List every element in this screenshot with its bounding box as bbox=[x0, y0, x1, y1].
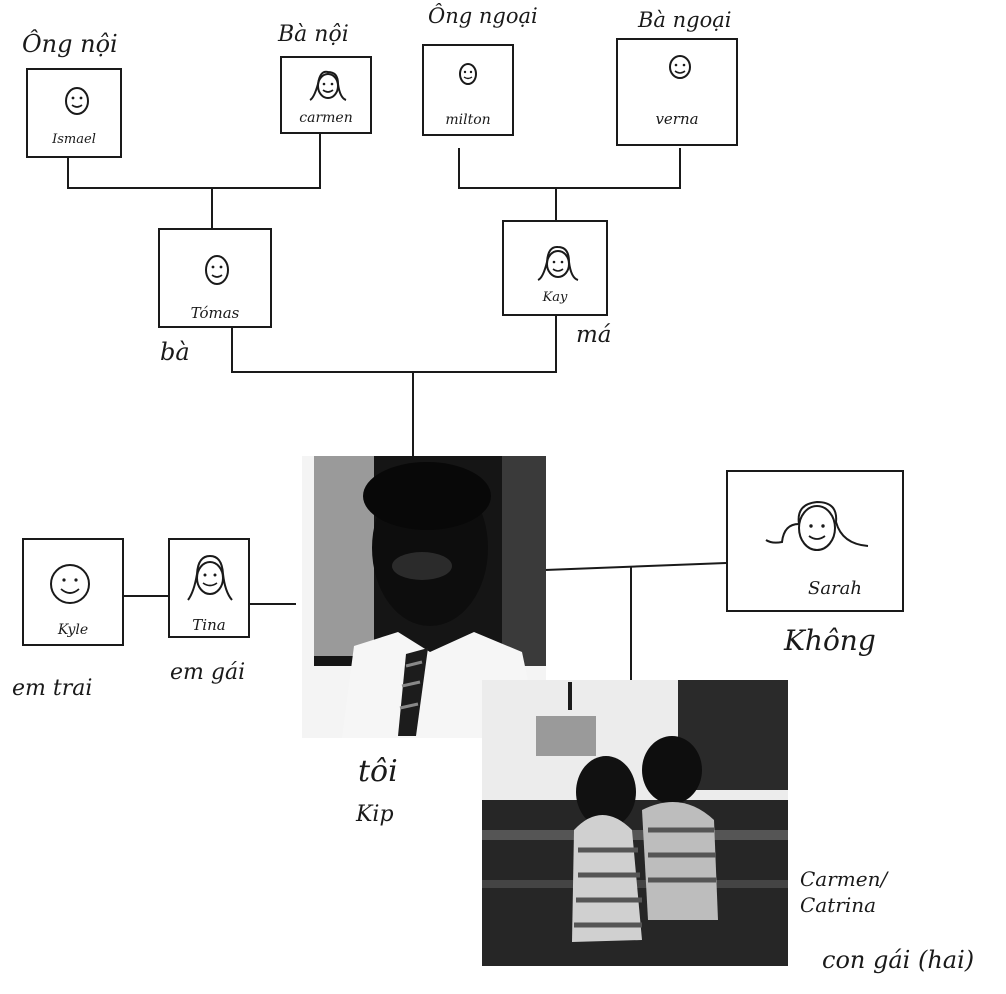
connector-parents bbox=[231, 315, 557, 373]
person-card-maternal-grandfather: milton bbox=[422, 44, 514, 136]
role-label-brother: em trai bbox=[12, 676, 93, 701]
role-label-paternal-grandmother: Bà nội bbox=[278, 22, 349, 47]
role-label-mother: má bbox=[576, 322, 612, 348]
connector-self-wife bbox=[544, 562, 727, 571]
person-name: Tina bbox=[192, 616, 226, 634]
smiley-face-icon bbox=[187, 554, 233, 601]
smiley-face-icon bbox=[669, 55, 691, 79]
role-label-father: bà bbox=[160, 338, 190, 366]
smiley-face-icon bbox=[50, 564, 90, 604]
daughters-photo bbox=[482, 680, 788, 966]
person-name: carmen bbox=[299, 110, 353, 126]
role-label-wife: Không bbox=[784, 624, 876, 657]
person-name: milton bbox=[445, 112, 491, 128]
smiley-face-icon bbox=[205, 255, 229, 285]
person-card-father: Tómas bbox=[158, 228, 272, 328]
person-name: Ismael bbox=[52, 132, 96, 147]
smiley-face-icon bbox=[459, 63, 477, 85]
self-photo-image bbox=[302, 456, 546, 738]
smiley-face-icon bbox=[765, 500, 869, 551]
smiley-face-icon bbox=[537, 245, 579, 281]
person-name: Sarah bbox=[808, 578, 862, 599]
smiley-face-icon bbox=[309, 70, 347, 101]
role-label-maternal-grandfather: Ông ngoại bbox=[428, 4, 538, 28]
smiley-face-icon bbox=[65, 87, 89, 115]
person-card-sister: Tina bbox=[168, 538, 250, 638]
person-name: verna bbox=[655, 110, 699, 128]
person-names-daughters: Carmen/ Catrina bbox=[800, 867, 888, 917]
person-card-paternal-grandfather: Ismael bbox=[26, 68, 122, 158]
connector-paternal-grandparents bbox=[67, 132, 321, 189]
role-label-maternal-grandmother: Bà ngoại bbox=[638, 8, 732, 32]
person-name: Tómas bbox=[190, 304, 240, 322]
role-label-sister: em gái bbox=[170, 660, 246, 685]
role-label-self: tôi bbox=[358, 754, 398, 789]
person-name-self: Kip bbox=[356, 802, 394, 827]
person-card-mother: Kay bbox=[502, 220, 608, 316]
daughters-photo-image bbox=[482, 680, 788, 966]
person-name: Kay bbox=[542, 290, 568, 305]
role-label-daughters: con gái (hai) bbox=[822, 946, 975, 974]
person-card-wife: Sarah bbox=[726, 470, 904, 612]
person-card-paternal-grandmother: carmen bbox=[280, 56, 372, 134]
role-label-paternal-grandfather: Ông nội bbox=[22, 30, 118, 58]
person-card-brother: Kyle bbox=[22, 538, 124, 646]
person-card-maternal-grandmother: verna bbox=[616, 38, 738, 146]
connector-maternal-grandparents bbox=[458, 148, 681, 189]
person-name: Kyle bbox=[57, 622, 89, 638]
